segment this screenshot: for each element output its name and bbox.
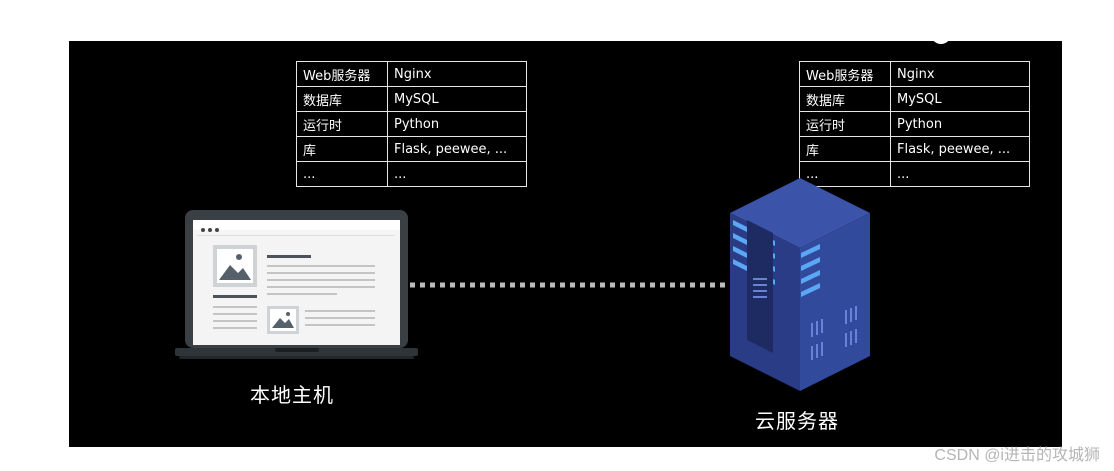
table-cell-key: ... xyxy=(799,161,891,187)
table-cell-value: MySQL xyxy=(890,86,1030,112)
table-cell-value: Python xyxy=(890,111,1030,137)
table-cell-value: Nginx xyxy=(387,61,527,87)
local-host-caption: 本地主机 xyxy=(250,383,334,407)
corner-decoration xyxy=(931,30,951,44)
table-cell-key: Web服务器 xyxy=(296,61,388,87)
table-cell-key: 数据库 xyxy=(799,86,891,112)
table-cell-key: ... xyxy=(296,161,388,187)
table-cell-value: MySQL xyxy=(387,86,527,112)
table-cell-value: Flask, peewee, ... xyxy=(387,136,527,162)
table-row: 数据库 MySQL xyxy=(296,86,527,112)
laptop-icon xyxy=(175,210,418,359)
table-row: ... ... xyxy=(799,161,1030,187)
table-row: Web服务器 Nginx xyxy=(799,61,1030,87)
server-icon xyxy=(730,178,870,391)
table-cell-key: 库 xyxy=(296,136,388,162)
table-row: 库 Flask, peewee, ... xyxy=(296,136,527,162)
table-cell-value: ... xyxy=(890,161,1030,187)
table-cell-key: 数据库 xyxy=(296,86,388,112)
table-cell-key: 运行时 xyxy=(799,111,891,137)
table-row: 运行时 Python xyxy=(296,111,527,137)
table-row: 运行时 Python xyxy=(799,111,1030,137)
watermark: CSDN @i进击的攻城狮 xyxy=(934,447,1100,464)
table-cell-key: 库 xyxy=(799,136,891,162)
local-stack-table: Web服务器 Nginx 数据库 MySQL 运行时 Python 库 Flas… xyxy=(296,61,527,187)
table-cell-value: Nginx xyxy=(890,61,1030,87)
cloud-stack-table: Web服务器 Nginx 数据库 MySQL 运行时 Python 库 Flas… xyxy=(799,61,1030,187)
table-cell-key: Web服务器 xyxy=(799,61,891,87)
table-row: ... ... xyxy=(296,161,527,187)
table-row: 数据库 MySQL xyxy=(799,86,1030,112)
table-cell-value: Python xyxy=(387,111,527,137)
table-cell-key: 运行时 xyxy=(296,111,388,137)
cloud-server-caption: 云服务器 xyxy=(755,409,839,433)
table-cell-value: ... xyxy=(387,161,527,187)
table-row: 库 Flask, peewee, ... xyxy=(799,136,1030,162)
table-row: Web服务器 Nginx xyxy=(296,61,527,87)
table-cell-value: Flask, peewee, ... xyxy=(890,136,1030,162)
